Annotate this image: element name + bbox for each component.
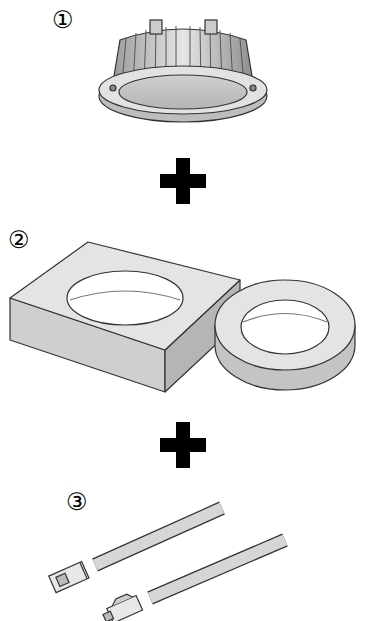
plus-sign <box>160 158 206 204</box>
square-cover <box>10 242 240 392</box>
led-light <box>99 20 267 122</box>
round-cover <box>215 280 355 390</box>
callout-number: ② <box>8 228 30 252</box>
plus-sign <box>160 422 206 468</box>
callout-number: ① <box>52 8 74 32</box>
callout-number: ③ <box>66 490 88 514</box>
connection-cables <box>49 508 285 621</box>
